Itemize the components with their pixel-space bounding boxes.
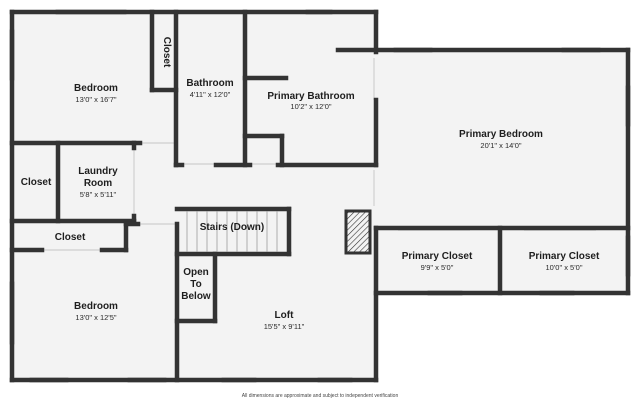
primary-bathroom-dims: 10'2" x 12'0" (290, 102, 331, 111)
open-to-below-line3: Below (181, 291, 211, 302)
primary-bathroom-name: Primary Bathroom (267, 91, 354, 102)
bedroom-bottom-dims: 13'0" x 12'5" (75, 313, 116, 322)
laundry-name-line1: Laundry (78, 166, 118, 177)
closet-mid-name: Closet (55, 232, 86, 243)
primary-closet-1-dims: 9'9" x 5'0" (421, 263, 454, 272)
walls (9, 9, 631, 383)
open-to-below-line1: Open (183, 267, 209, 278)
stairs-label: Stairs (Down) (200, 222, 264, 233)
hatched-column (344, 209, 372, 255)
primary-closet-1-name: Primary Closet (402, 251, 473, 262)
disclaimer-text: All dimensions are approximate and subje… (241, 393, 399, 399)
closet-left-name: Closet (21, 177, 52, 188)
laundry-name-line2: Room (84, 178, 112, 189)
open-to-below-line2: To (190, 279, 201, 290)
stair-treads (186, 211, 278, 252)
laundry-dims: 5'8" x 5'11" (80, 190, 117, 199)
primary-bedroom-name: Primary Bedroom (459, 129, 543, 140)
floor-fills (12, 12, 628, 380)
bedroom-bottom-name: Bedroom (74, 301, 118, 312)
bathroom-dims: 4'11" x 12'0" (190, 90, 231, 99)
loft-dims: 15'5" x 9'11" (264, 322, 305, 331)
primary-closet-2-name: Primary Closet (529, 251, 600, 262)
closet-top-name: Closet (161, 37, 172, 68)
primary-closet-2-dims: 10'0" x 5'0" (546, 263, 583, 272)
bedroom-top-dims: 13'0" x 16'7" (75, 95, 116, 104)
bathroom-name: Bathroom (186, 78, 233, 89)
loft-name: Loft (275, 310, 295, 321)
bedroom-top-name: Bedroom (74, 83, 118, 94)
primary-bedroom-dims: 20'1" x 14'0" (480, 141, 521, 150)
